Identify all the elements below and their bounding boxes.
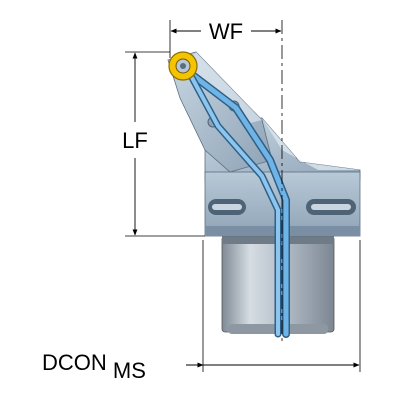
extension-lines — [125, 20, 361, 372]
lf-dimension: LF — [122, 52, 148, 236]
dcon-label: DCON MS — [42, 350, 146, 383]
round-insert-icon — [168, 51, 198, 81]
coolant-channel — [182, 66, 290, 338]
wf-label: WF — [209, 19, 243, 44]
wf-dimension: WF — [170, 19, 282, 44]
dcon-sub-label: MS — [113, 358, 146, 383]
dcon-main-label: DCON — [42, 350, 107, 375]
clamp-screw-right-icon — [306, 199, 356, 215]
clamp-screw-left-icon — [208, 199, 246, 215]
lf-label: LF — [122, 128, 148, 153]
dcon-dimension: DCON MS — [42, 350, 360, 383]
